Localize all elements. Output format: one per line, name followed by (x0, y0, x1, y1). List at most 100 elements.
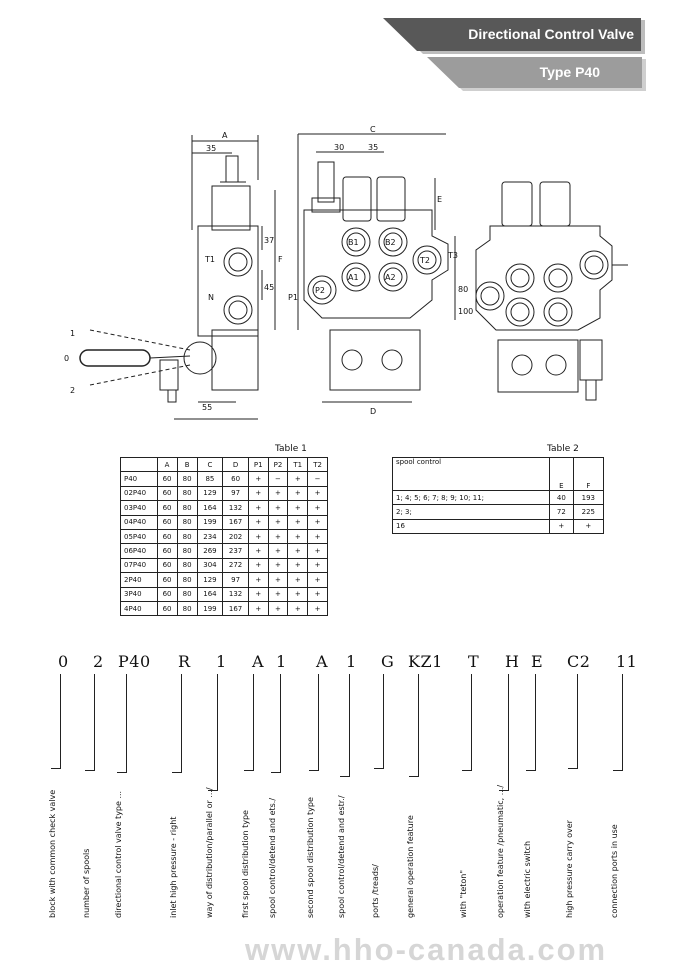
table1-cell: 129 (196, 485, 224, 502)
table1-cell: 02P40 (120, 485, 158, 502)
order-code-description: spool control/detend and estr./ (337, 795, 346, 918)
order-code-leader-line (383, 674, 384, 768)
table1-cell: 164 (196, 500, 224, 516)
order-code-leader-tick (499, 790, 509, 791)
table1-cell: + (247, 471, 269, 487)
table1-cell: + (267, 500, 289, 516)
table1-cell: 80 (176, 586, 198, 602)
table1-cell: + (247, 528, 269, 545)
order-code-leader-tick (309, 770, 319, 771)
port-N: N (208, 293, 214, 302)
table1-cell: 60 (222, 471, 249, 487)
order-code-leader-tick (51, 768, 61, 769)
order-code-segment: 11 (616, 652, 638, 671)
table1-cell: 60 (156, 528, 178, 545)
order-code-leader-line (418, 674, 419, 776)
order-code-segment: A (252, 652, 265, 671)
table1-cell: + (247, 586, 269, 602)
table1-cell: + (287, 600, 309, 617)
order-code-leader-line (94, 674, 95, 770)
table1-header-cell (120, 456, 158, 473)
table2-header-cell: F (572, 457, 605, 491)
order-code-segment: 2 (93, 652, 104, 671)
table1-header-cell: P1 (247, 456, 269, 473)
table1-cell: 3P40 (120, 586, 158, 602)
dim-37: 37 (264, 236, 274, 245)
port-P2: P2 (315, 286, 325, 295)
table1-cell: 60 (156, 572, 178, 588)
table1-cell: 80 (176, 485, 198, 502)
order-code-leader-tick (526, 770, 536, 771)
title-banner: Directional Control Valve (383, 18, 648, 56)
order-code-leader-line (253, 674, 254, 770)
order-code-description: first spool distribution type (241, 810, 250, 918)
table1-cell: + (307, 514, 328, 530)
order-code-leader-tick (172, 772, 182, 773)
table1-cell: + (267, 514, 289, 530)
table1-cell: + (287, 485, 309, 502)
table1-cell: 304 (196, 557, 224, 574)
order-code-leader-tick (409, 776, 419, 777)
table1-cell: 164 (196, 586, 224, 602)
table1-cell: 237 (222, 543, 249, 559)
table1-cell: 04P40 (120, 514, 158, 530)
table1-cell: + (267, 557, 289, 574)
order-code-leader-tick (85, 770, 95, 771)
table1-cell: 167 (222, 514, 249, 530)
table2-cell: 40 (549, 489, 574, 506)
table2-cell: 1; 4; 5; 6; 7; 8; 9; 10; 11; (392, 489, 550, 506)
table1-cell: 234 (196, 528, 224, 545)
order-code-description: way of distribution/parallel or .../ (205, 787, 214, 918)
order-code-leader-line (471, 674, 472, 770)
table1-cell: + (287, 557, 309, 574)
port-B2: B2 (385, 238, 396, 247)
table1-header-cell: C (196, 456, 224, 473)
table1-cell: + (247, 557, 269, 574)
dim-C: C (370, 125, 376, 134)
order-code-description: high pressure carry over (565, 820, 574, 918)
order-code-leader-tick (117, 772, 127, 773)
table2-cell: + (549, 518, 574, 535)
dim-35a: 35 (206, 144, 216, 153)
order-code-segment: R (178, 652, 191, 671)
dim-35b: 35 (368, 143, 378, 152)
table1-cell: + (287, 572, 309, 588)
order-code-leader-tick (568, 768, 578, 769)
order-code-leader-line (280, 674, 281, 772)
order-code-leader-line (535, 674, 536, 770)
table2-cell: 193 (572, 489, 605, 506)
lever-position-0: 0 (64, 354, 69, 363)
order-code-leader-line (508, 674, 509, 790)
table1-cell: 80 (176, 514, 198, 530)
table1-cell: 60 (156, 500, 178, 516)
table1-header-cell: A (156, 456, 178, 473)
table1-cell: 80 (176, 557, 198, 574)
table1-cell: + (267, 543, 289, 559)
dim-45: 45 (264, 283, 274, 292)
dim-100: 100 (458, 307, 473, 316)
table1-cell: + (307, 557, 328, 574)
order-code-description: block with common check valve (48, 789, 57, 918)
watermark: www.hho-canada.com (245, 932, 608, 967)
rear-view (475, 181, 628, 401)
table1-cell: 2P40 (120, 572, 158, 588)
order-code-segment: 1 (346, 652, 357, 671)
table1-cell: + (287, 543, 309, 559)
table1-header-cell: T1 (287, 456, 309, 473)
order-code-description: with electric switch (523, 840, 532, 918)
table-row: 16++ (392, 518, 605, 535)
order-code-segment: KZ1 (408, 652, 443, 671)
order-code-leader-line (349, 674, 350, 776)
table1-header-cell: P2 (267, 456, 289, 473)
